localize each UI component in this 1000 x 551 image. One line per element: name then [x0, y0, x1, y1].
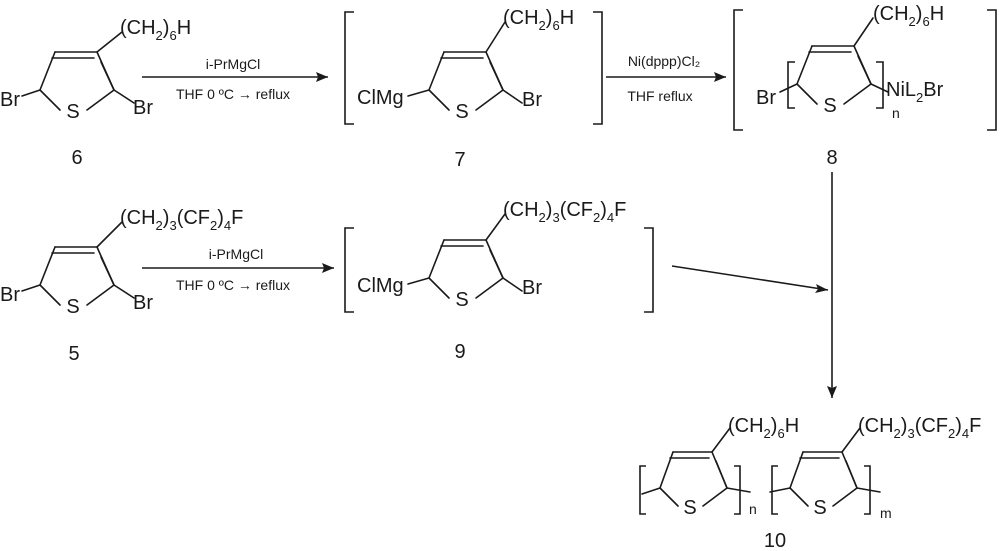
compound-9: S ClMg Br (CH2)3(CF2)4F 9 [344, 199, 654, 363]
bromine-left-6: Br [0, 89, 20, 111]
arrow-1-conditions: THF 0 ºC → reflux [176, 86, 290, 102]
thiophene-ring-5 [21, 221, 135, 306]
repeat-index-n-8: n [892, 105, 900, 121]
magnesium-group-9: ClMg [357, 275, 404, 297]
repeat-index-m-10: m [880, 505, 892, 521]
thiophene-ring-9 [407, 213, 523, 299]
compound-5: S Br Br (CH2)3(CF2)4F 5 [0, 207, 243, 365]
repeat-bracket-right-10b [864, 465, 871, 515]
hexyl-substituent-7: (CH2)6H [503, 7, 574, 33]
bromine-right-5: Br [133, 292, 153, 314]
thiophene-ring-10b [769, 427, 881, 507]
arrow-2-conditions: THF reflux [627, 88, 692, 104]
arrow-3-reagent: i-PrMgCl [209, 246, 263, 262]
sulfur-atom-8: S [823, 95, 836, 117]
compound-number-9: 9 [454, 341, 465, 363]
compound-number-8: 8 [826, 147, 837, 169]
thiophene-ring-6 [21, 31, 135, 111]
compound-number-7: 7 [454, 149, 465, 171]
repeat-bracket-left-10b [771, 465, 778, 515]
bromine-right-6: Br [133, 97, 153, 119]
fluoroalkyl-substituent-9: (CH2)3(CF2)4F [503, 199, 626, 225]
reaction-arrow-3: i-PrMgCl THF 0 ºC → reflux [142, 246, 334, 293]
hexyl-substituent-8: (CH2)6H [873, 3, 944, 29]
bracket-left-8 [733, 9, 743, 131]
magnesium-group-7: ClMg [357, 87, 404, 109]
sulfur-atom-9: S [455, 289, 468, 311]
thiophene-ring-10a [641, 427, 751, 507]
compound-6: S Br Br (CH2)6H 6 [0, 17, 191, 169]
compound-number-5: 5 [68, 343, 79, 365]
bracket-left-7 [344, 11, 354, 125]
compound-7: S ClMg Br (CH2)6H 7 [344, 7, 603, 171]
bromine-left-5: Br [0, 284, 20, 306]
fluoroalkyl-substituent-10: (CH2)3(CF2)4F [858, 415, 981, 441]
bracket-right-8 [987, 9, 997, 131]
compound-8: S Br NiL2Br n (CH2)6H 8 [733, 3, 997, 169]
repeat-bracket-right-10a [734, 465, 741, 515]
reaction-arrow-1: i-PrMgCl THF 0 ºC → reflux [142, 56, 328, 102]
arrow-2-catalyst: Ni(dppp)Cl₂ [628, 53, 700, 69]
compound-number-10: 10 [764, 530, 786, 551]
arrow-1-reagent: i-PrMgCl [206, 56, 260, 72]
reaction-arrow-merge [671, 265, 829, 293]
sulfur-atom-7: S [455, 101, 468, 123]
fluoroalkyl-substituent-5: (CH2)3(CF2)4F [120, 207, 243, 233]
arrow-3-conditions: THF 0 ºC → reflux [176, 277, 290, 293]
thiophene-ring-8 [779, 17, 889, 105]
repeat-bracket-left-10a [639, 465, 646, 515]
bracket-left-9 [344, 227, 354, 313]
sulfur-atom-10b: S [813, 497, 826, 519]
repeat-bracket-left-8 [787, 61, 795, 109]
bracket-right-7 [593, 11, 603, 125]
bracket-right-9 [644, 227, 654, 313]
bromine-end-8: Br [756, 87, 776, 109]
sulfur-atom-5: S [66, 296, 79, 318]
reaction-arrow-2: Ni(dppp)Cl₂ THF reflux [606, 53, 726, 104]
compound-10: S n (CH2)6H S m (CH2)3(CF2)4F 10 [639, 415, 981, 551]
hexyl-substituent-10: (CH2)6H [728, 415, 799, 441]
reaction-arrow-vertical [827, 172, 837, 398]
repeat-index-n-10: n [749, 501, 757, 517]
thiophene-ring-7 [407, 21, 523, 111]
sulfur-atom-10a: S [683, 497, 696, 519]
repeat-bracket-right-8 [876, 61, 884, 109]
nickel-end-group-8: NiL2Br [886, 79, 944, 105]
sulfur-atom-6: S [66, 101, 79, 123]
hexyl-substituent-6: (CH2)6H [120, 17, 191, 43]
bromine-right-9: Br [522, 277, 542, 299]
compound-number-6: 6 [71, 147, 82, 169]
bromine-right-7: Br [522, 89, 542, 111]
